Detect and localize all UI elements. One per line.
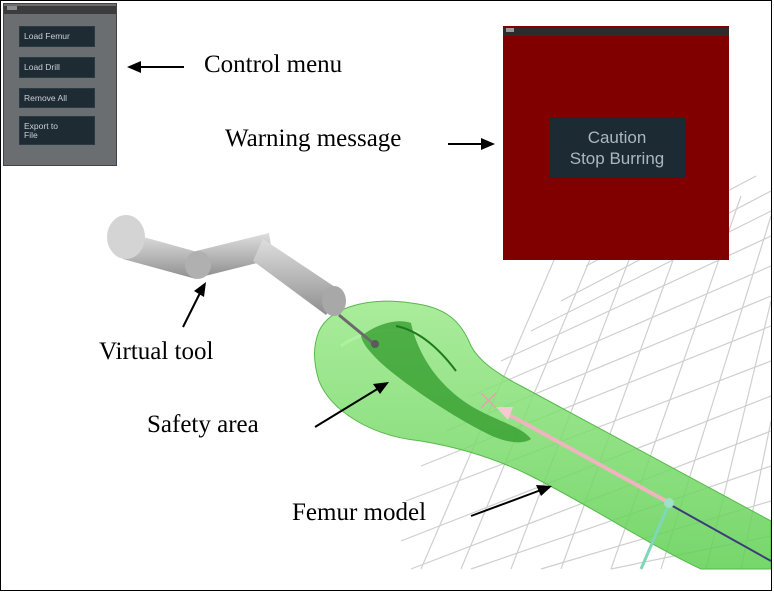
remove-all-button[interactable]: Remove All (19, 88, 95, 108)
warning-line-1: Caution (587, 128, 647, 147)
tool-axis-arrow (480, 392, 771, 570)
warning-message: Caution Stop Burring (549, 118, 685, 178)
window-icon (7, 6, 17, 10)
label-virtual-tool: Virtual tool (99, 338, 214, 365)
window-icon (506, 28, 514, 32)
virtual-tool[interactable] (107, 215, 379, 348)
load-drill-button[interactable]: Load Drill (19, 57, 95, 78)
warning-line-2: Stop Burring (569, 149, 665, 168)
control-menu-panel: Load Femur Load Drill Remove All Export … (3, 3, 117, 166)
label-safety-area: Safety area (147, 411, 259, 438)
annotation-arrows (127, 61, 552, 517)
load-femur-button[interactable]: Load Femur (19, 26, 95, 47)
control-menu-titlebar (4, 6, 116, 14)
warning-window-titlebar (503, 28, 729, 36)
label-warning-message: Warning message (225, 125, 402, 152)
label-femur-model: Femur model (292, 499, 427, 526)
export-to-file-button[interactable]: Export to File (19, 116, 95, 145)
label-control-menu: Control menu (204, 51, 343, 78)
safety-area (361, 321, 531, 443)
warning-window: Caution Stop Burring (503, 26, 729, 260)
